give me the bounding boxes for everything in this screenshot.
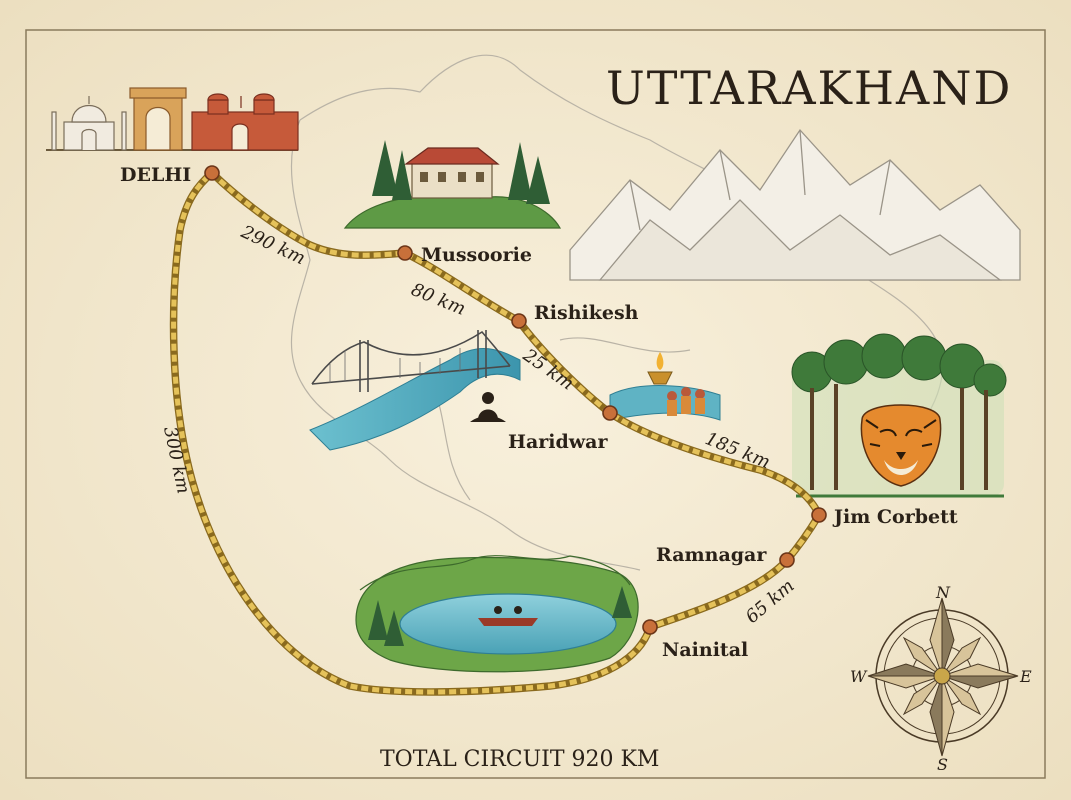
marker-haridwar[interactable] <box>602 405 618 421</box>
tiger-forest-icon <box>791 333 1007 498</box>
label-nainital: Nainital <box>662 639 748 661</box>
route-path <box>169 167 824 696</box>
marker-nainital[interactable] <box>642 619 658 635</box>
lake-boat-icon <box>355 555 639 673</box>
mountain-range-icon <box>569 128 1021 281</box>
marker-rishikesh[interactable] <box>511 313 527 329</box>
label-ramnagar: Ramnagar <box>656 544 767 566</box>
compass-east: E <box>1019 667 1032 686</box>
label-haridwar: Haridwar <box>508 431 608 453</box>
compass-west: W <box>850 667 868 686</box>
meditating-figure-icon <box>470 392 506 422</box>
map-title: UTTARAKHAND <box>606 61 1012 115</box>
label-mussoorie: Mussoorie <box>421 244 532 266</box>
label-delhi: DELHI <box>120 164 191 186</box>
marker-jim-corbett[interactable] <box>811 507 827 523</box>
compass-north: N <box>935 583 951 602</box>
marker-ramnagar[interactable] <box>779 552 795 568</box>
map-border <box>25 29 1046 779</box>
label-jim-corbett: Jim Corbett <box>832 506 958 528</box>
marker-delhi[interactable] <box>204 165 220 181</box>
ganga-aarti-lamp-icon <box>609 352 721 421</box>
label-rishikesh: Rishikesh <box>534 302 639 324</box>
marker-mussoorie[interactable] <box>397 245 413 261</box>
compass-south: S <box>937 755 948 774</box>
total-circuit-label: TOTAL CIRCUIT 920 KM <box>380 747 659 772</box>
suspension-bridge-river-icon <box>309 330 521 451</box>
compass-rose-icon <box>867 597 1019 757</box>
delhi-monuments-icon <box>46 87 299 151</box>
mussoorie-hill-house-icon <box>343 140 562 229</box>
